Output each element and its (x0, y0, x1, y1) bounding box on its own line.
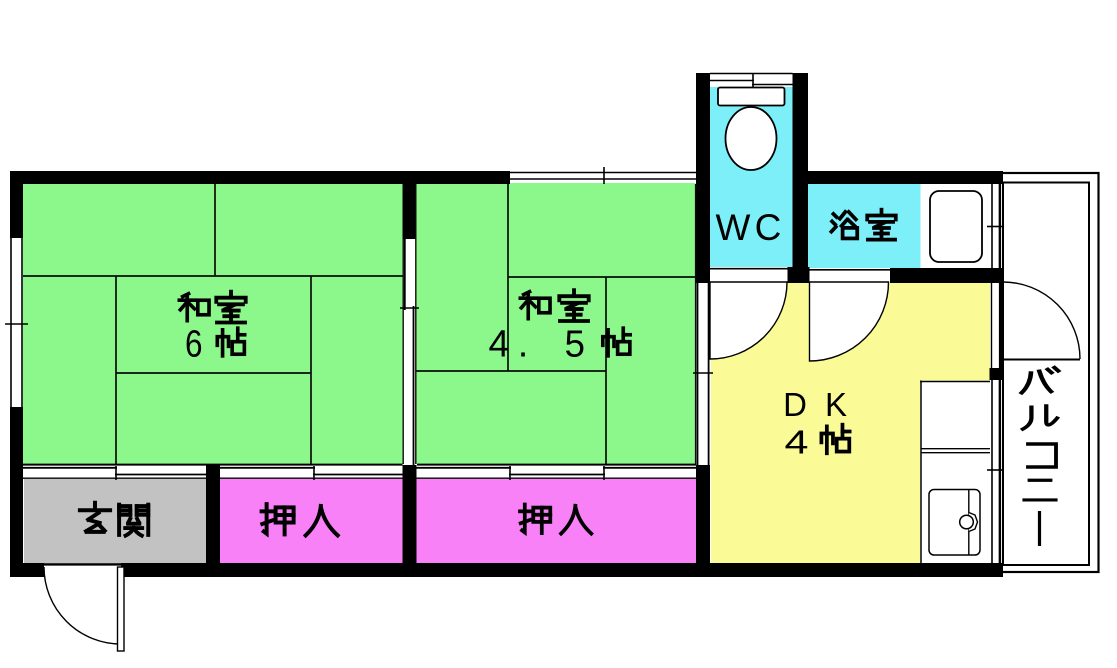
svg-text:4: 4 (785, 424, 809, 461)
svg-text:5: 5 (565, 324, 586, 366)
svg-text:.: . (518, 324, 529, 366)
svg-text:6: 6 (185, 324, 203, 366)
svg-text:W: W (716, 207, 751, 248)
svg-text:4: 4 (489, 324, 510, 366)
svg-text:K: K (825, 386, 847, 423)
svg-text:D: D (783, 386, 807, 423)
svg-text:C: C (755, 207, 782, 248)
